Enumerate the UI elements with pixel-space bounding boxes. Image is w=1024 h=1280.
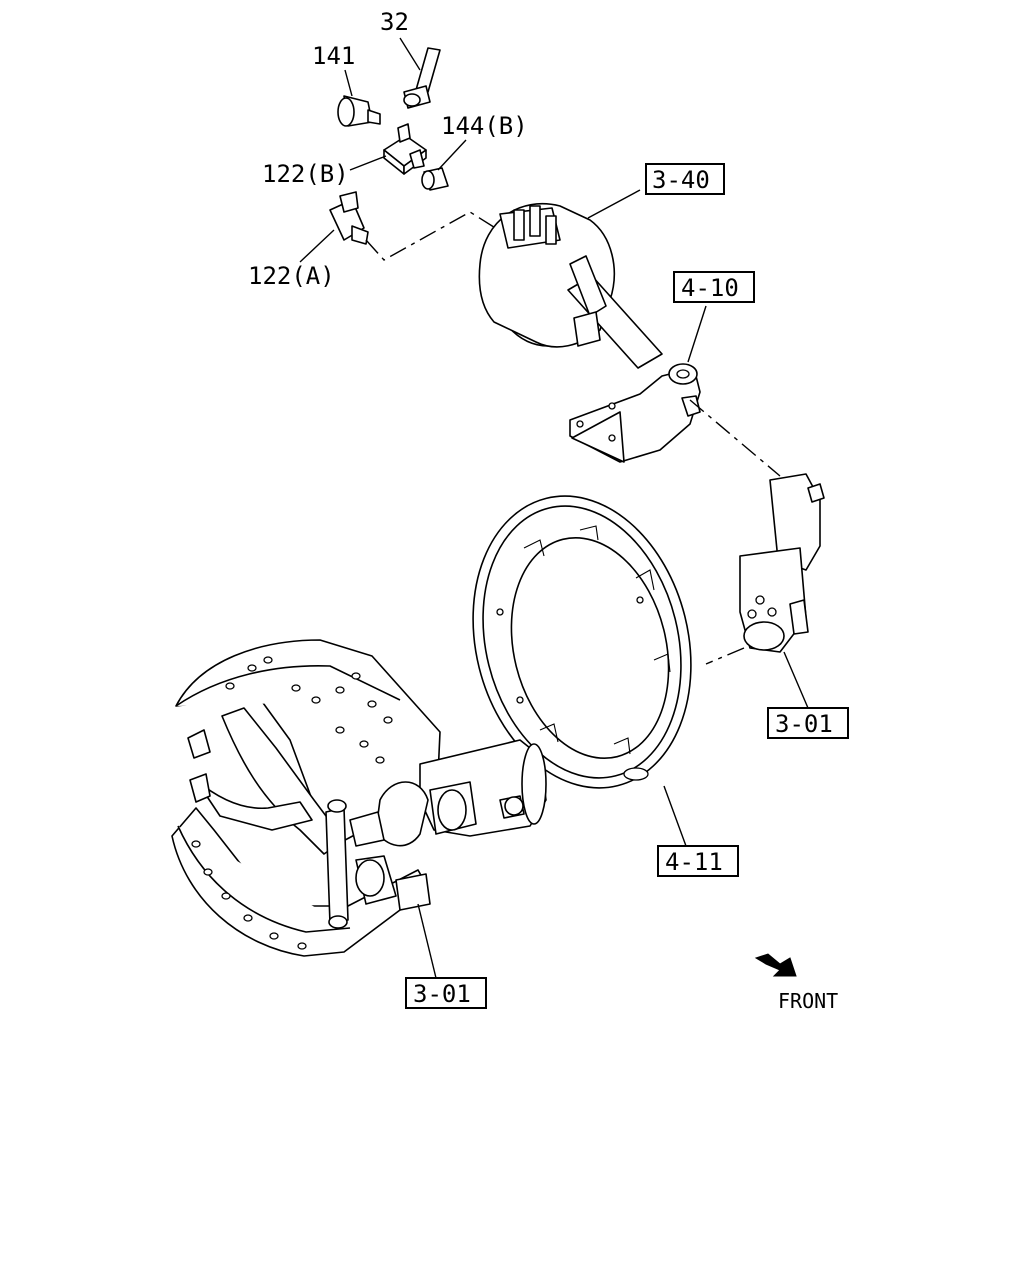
- tee-fitting-122b: [383, 123, 427, 175]
- callout-144b: 144(B): [441, 112, 528, 140]
- ref-box-3-01-lower: 3-01: [405, 977, 487, 1009]
- slack-adjuster: [739, 473, 825, 653]
- ref-box-3-40: 3-40: [645, 163, 725, 195]
- ref-box-3-40-label: 3-40: [652, 166, 710, 194]
- leader-lines: [299, 37, 809, 979]
- ref-box-4-11-label: 4-11: [665, 848, 723, 876]
- front-label: FRONT: [778, 989, 838, 1013]
- callout-122a: 122(A): [248, 262, 335, 290]
- rivet-holes-upper: [225, 656, 393, 764]
- camshaft-centerline: [705, 647, 745, 665]
- ref-box-4-11: 4-11: [657, 845, 739, 877]
- front-direction-arrow-icon: [754, 953, 797, 977]
- fitting-144b: [421, 167, 449, 191]
- fitting-141: [337, 95, 381, 127]
- brake-shoe-assembly: [171, 639, 547, 957]
- ref-box-3-01-upper: 3-01: [767, 707, 849, 739]
- ref-box-4-10: 4-10: [673, 271, 755, 303]
- ref-box-3-01-lower-label: 3-01: [413, 980, 471, 1008]
- adjuster-centerline: [689, 399, 781, 477]
- brake-chamber: [478, 202, 663, 369]
- fitting-122a: [329, 191, 369, 245]
- chamber-bracket: [569, 363, 701, 463]
- callout-32: 32: [380, 8, 409, 36]
- fitting-32: [403, 47, 441, 109]
- ref-box-3-01-upper-label: 3-01: [775, 710, 833, 738]
- pipe-centerline: [365, 211, 509, 261]
- callout-141: 141: [312, 42, 355, 70]
- dust-shield: [472, 495, 692, 789]
- callout-122b: 122(B): [262, 160, 349, 188]
- ref-box-4-10-label: 4-10: [681, 274, 739, 302]
